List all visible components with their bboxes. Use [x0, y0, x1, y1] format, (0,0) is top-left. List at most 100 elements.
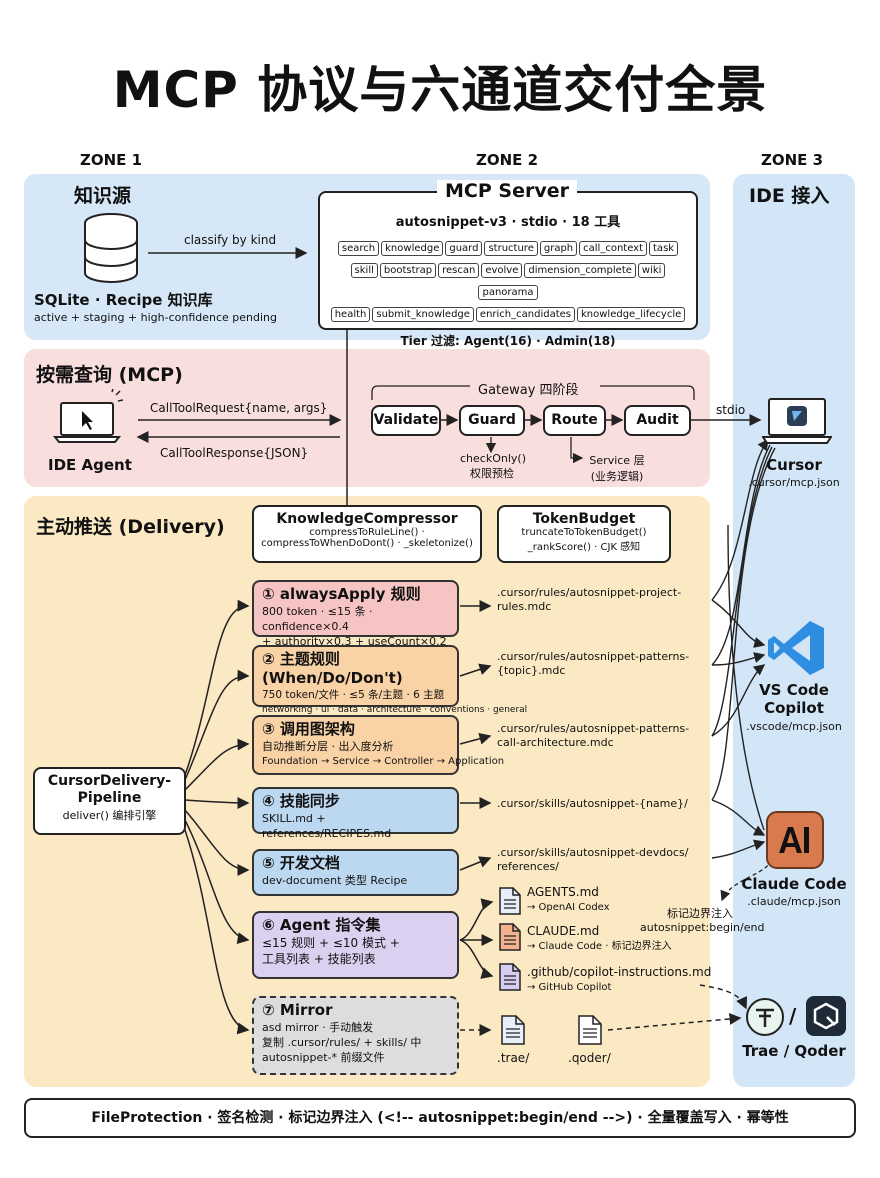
- stage-audit: Audit: [624, 405, 691, 436]
- claude-icon: [766, 811, 824, 869]
- compressor-line2: compressToWhenDoDont() · _skeletonize(): [261, 538, 473, 549]
- stage-guard: Guard: [459, 405, 525, 436]
- tool-tag: bootstrap: [379, 263, 437, 278]
- knowledge-source-title: 知识源: [74, 185, 132, 207]
- step-always-apply: ① alwaysApply 规则 800 token · ≤15 条 · con…: [252, 580, 459, 648]
- database-icon: [84, 213, 138, 283]
- vscode-path: .vscode/mcp.json: [746, 720, 842, 733]
- tool-tag: structure: [484, 241, 538, 256]
- copilot-md-file-icon: [499, 963, 521, 991]
- ide-title: IDE 接入: [749, 185, 830, 207]
- token-budget-line1: truncateToTokenBudget(): [521, 527, 647, 538]
- stage-validate: Validate: [371, 405, 441, 436]
- cursor-laptop-icon: [762, 398, 832, 444]
- path-call-architecture: .cursor/rules/autosnippet-patterns-call-…: [497, 722, 690, 749]
- delivery-title: 主动推送 (Delivery): [36, 516, 225, 538]
- path-dev-docs: .cursor/skills/autosnippet-devdocs/refer…: [497, 846, 689, 873]
- claude-md-file-icon: [499, 923, 521, 951]
- tool-tag: skill: [350, 263, 378, 278]
- ide-agent-label: IDE Agent: [48, 456, 132, 474]
- trae-folder-label: .trae/: [497, 1051, 530, 1065]
- tool-tag: graph: [539, 241, 578, 256]
- knowledge-compressor-box: KnowledgeCompressor compressToRuleLine()…: [252, 505, 482, 563]
- mcp-server-subtitle: autosnippet-v3 · stdio · 18 工具: [395, 215, 621, 230]
- pipeline-line3: deliver() 编排引擎: [62, 809, 157, 822]
- mcp-server-title: MCP Server: [437, 180, 577, 202]
- stdio-label: stdio: [716, 403, 746, 417]
- token-budget-line2: _rankScore() · CJK 感知: [527, 542, 641, 553]
- path-skill-sync: .cursor/skills/autosnippet-{name}/: [497, 797, 688, 810]
- step-topic-rules: ② 主题规则 (When/Do/Don't) 750 token/文件 · ≤5…: [252, 645, 527, 715]
- tool-tag: evolve: [481, 263, 523, 278]
- agents-md-label: AGENTS.md → OpenAI Codex: [527, 885, 610, 913]
- zone-1-label: ZONE 1: [79, 151, 143, 169]
- claude-md-label: CLAUDE.md → Claude Code · 标记边界注入: [527, 924, 672, 952]
- step-skill-sync: ④ 技能同步 SKILL.md + references/RECIPES.md: [252, 787, 459, 840]
- qoder-folder-file-icon: [578, 1015, 602, 1045]
- db-sub: active + staging + high-confidence pendi…: [34, 311, 278, 324]
- qoder-icon: [806, 996, 846, 1036]
- trae-qoder-separator: /: [789, 1004, 797, 1028]
- tool-tag: search: [337, 241, 380, 256]
- tool-tag: wiki: [637, 263, 666, 278]
- tool-tag: guard: [445, 241, 483, 256]
- agents-md-file-icon: [499, 887, 521, 915]
- tool-tag: submit_knowledge: [372, 307, 474, 322]
- pipeline-line1: CursorDelivery-: [47, 773, 172, 789]
- laptop-icon: [52, 389, 124, 443]
- claude-name: Claude Code: [741, 875, 847, 893]
- tool-tag: call_context: [579, 241, 648, 256]
- step-agent-instructions: ⑥ Agent 指令集 ≤15 规则 + ≤10 模式 + 工具列表 + 技能列…: [252, 911, 459, 979]
- step-call-architecture: ③ 调用图架构 自动推断分层 · 出入度分析 Foundation → Serv…: [252, 715, 504, 775]
- db-label: SQLite · Recipe 知识库: [34, 291, 213, 309]
- stage-route: Route: [543, 405, 606, 436]
- footer-bar: FileProtection · 签名检测 · 标记边界注入 (<!-- aut…: [24, 1098, 856, 1138]
- path-always-apply: .cursor/rules/autosnippet-project-rules.…: [497, 586, 682, 613]
- tool-tag: knowledge_lifecycle: [577, 307, 686, 322]
- tool-tag: task: [649, 241, 679, 256]
- tier-label: Tier 过滤: Agent(16) · Admin(18): [400, 334, 616, 348]
- delivery-pipeline-box: CursorDelivery- Pipeline deliver() 编排引擎: [33, 767, 186, 835]
- qoder-folder-label: .qoder/: [568, 1051, 611, 1065]
- tool-tag: rescan: [438, 263, 480, 278]
- query-title: 按需查询 (MCP): [36, 364, 183, 386]
- cursor-name: Cursor: [766, 456, 822, 474]
- path-topic-rules: .cursor/rules/autosnippet-patterns-{topi…: [497, 650, 690, 677]
- step-mirror: ⑦ Mirror asd mirror · 手动触发 复制 .cursor/ru…: [252, 996, 459, 1075]
- step-dev-docs: ⑤ 开发文档 dev-document 类型 Recipe: [252, 849, 459, 896]
- trae-folder-file-icon: [501, 1015, 525, 1045]
- page-title: MCP 协议与六通道交付全景: [112, 61, 768, 119]
- ide-panel: [733, 174, 855, 1087]
- request-label: CallToolRequest{name, args}: [150, 401, 328, 415]
- zone-3-label: ZONE 3: [760, 151, 824, 169]
- tool-tag: knowledge: [381, 241, 444, 256]
- pipeline-line2: Pipeline: [77, 790, 142, 806]
- cursor-path: .cursor/mcp.json: [748, 476, 840, 489]
- gateway-bracket: [371, 385, 695, 400]
- route-note: Service 层(业务逻辑): [589, 454, 645, 483]
- gateway-title: Gateway 四阶段: [472, 379, 585, 398]
- guard-note: checkOnly()权限预检: [460, 452, 526, 480]
- trae-icon: [746, 998, 784, 1036]
- token-budget-box: TokenBudget truncateToTokenBudget() _ran…: [497, 505, 671, 563]
- tool-tag: dimension_complete: [524, 263, 636, 278]
- tool-tag: health: [330, 307, 371, 322]
- zone-2-label: ZONE 2: [475, 151, 539, 169]
- tool-tag: panorama: [478, 285, 538, 300]
- response-label: CallToolResponse{JSON}: [160, 446, 309, 460]
- tool-tag: enrich_candidates: [475, 307, 575, 322]
- classify-label: classify by kind: [184, 233, 277, 247]
- compressor-line1: compressToRuleLine() ·: [309, 527, 425, 538]
- copilot-md-label: .github/copilot-instructions.md → GitHub…: [527, 965, 712, 993]
- compressor-title: KnowledgeCompressor: [276, 511, 458, 527]
- trae-qoder-name: Trae / Qoder: [742, 1042, 846, 1060]
- token-budget-title: TokenBudget: [532, 511, 636, 527]
- vscode-icon: [768, 621, 824, 675]
- claude-path: .claude/mcp.json: [747, 895, 841, 908]
